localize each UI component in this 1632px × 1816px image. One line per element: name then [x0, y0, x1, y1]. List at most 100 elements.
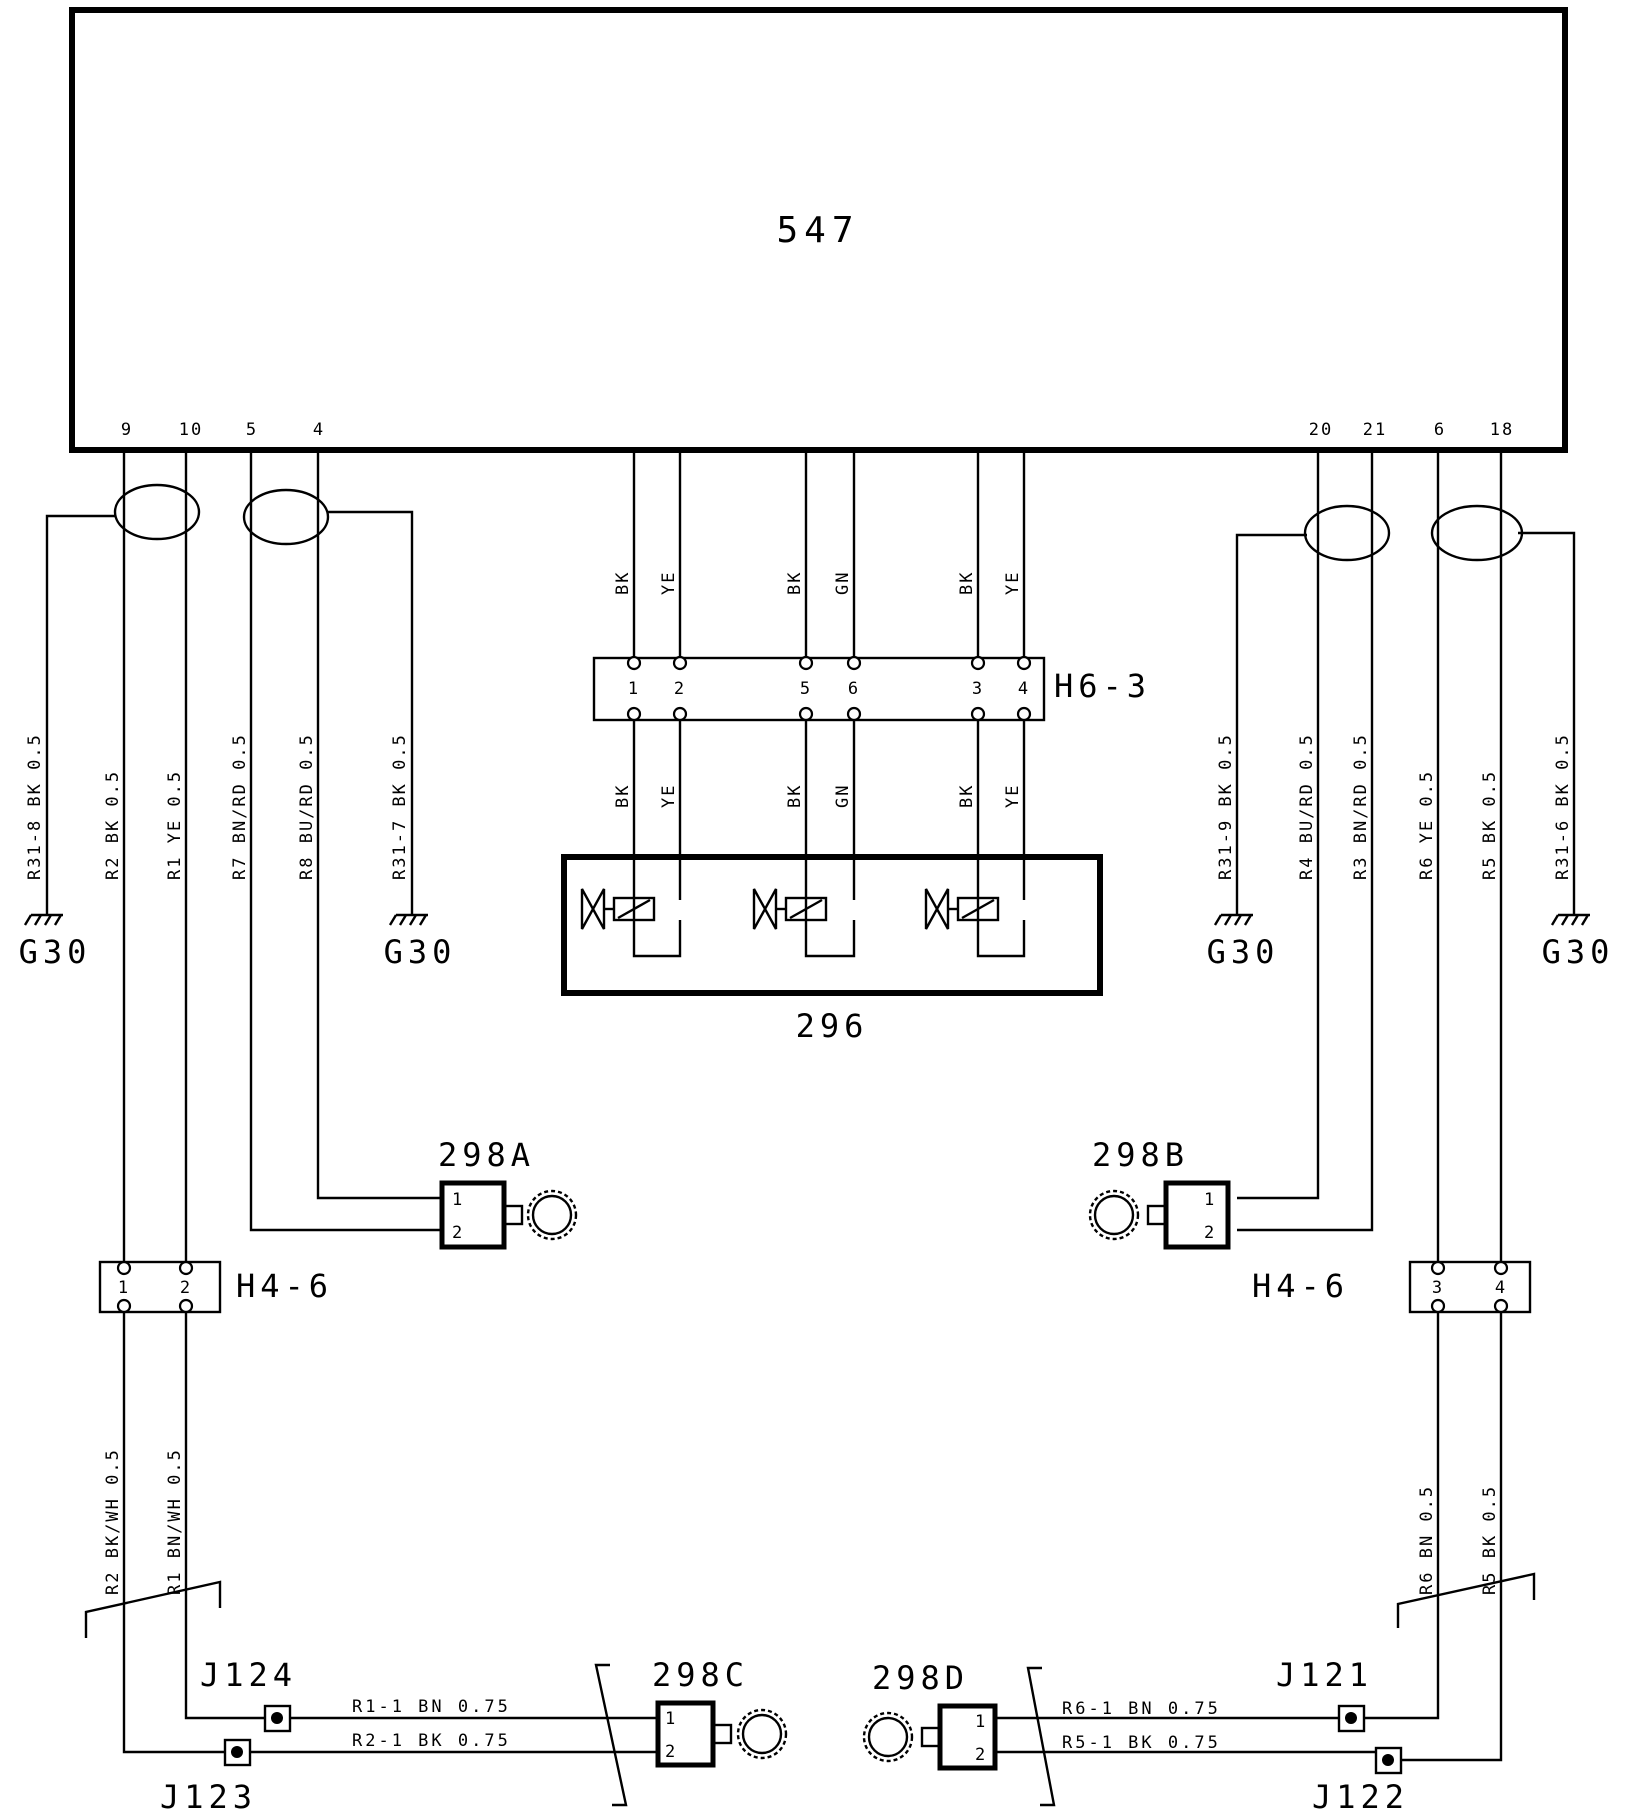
- wire-label-r6-lower: R6 BN 0.5: [1417, 1485, 1437, 1595]
- wire-r31-7: [328, 510, 414, 905]
- ecu-pin-6: 6: [1434, 420, 1446, 440]
- sensor-298d-connector: [937, 1703, 998, 1771]
- solenoid-valve-icon-3: [924, 888, 1000, 930]
- h4-6-left-pin-1: 1: [118, 1278, 130, 1298]
- harness-cut-line-right: [1396, 1572, 1536, 1628]
- sensor-298d-pin-1: 1: [975, 1712, 987, 1732]
- h6-3-pin-4: 4: [1018, 679, 1030, 699]
- harness-break-left: [594, 1663, 628, 1807]
- wire-r1: [184, 452, 265, 1720]
- ground-symbol-left-2: [388, 905, 428, 926]
- center-color-bottom-6: YE: [1003, 784, 1023, 808]
- h4-6-left-label: H4-6: [236, 1267, 333, 1305]
- ecu-pin-9: 9: [121, 420, 133, 440]
- connector-h4-6-right-pins: [1430, 1260, 1509, 1314]
- h4-6-right-label: H4-6: [1252, 1267, 1349, 1305]
- h4-6-right-pin-4: 4: [1495, 1278, 1507, 1298]
- ecu-box: [69, 7, 1568, 453]
- wire-r2: [122, 452, 225, 1754]
- center-color-top-2: YE: [659, 571, 679, 595]
- sensor-298b-pin-1: 1: [1204, 1190, 1216, 1210]
- sensor-298c-pin-1: 1: [665, 1709, 677, 1729]
- wire-r31-9: [1235, 533, 1307, 905]
- ecu-pin-18: 18: [1490, 420, 1514, 440]
- center-color-bottom-5: BK: [957, 784, 977, 808]
- connector-h4-6-right: [1408, 1260, 1532, 1314]
- sensor-298a-label: 298A: [438, 1136, 535, 1174]
- wire-r4: [1237, 452, 1320, 1200]
- wire-center-1: [632, 452, 682, 958]
- ecu-pin-10: 10: [179, 420, 203, 440]
- junction-j122: [1374, 1746, 1403, 1775]
- sensor-298c-gear-icon: [736, 1708, 788, 1760]
- ground-label-right-1: G30: [1207, 933, 1280, 971]
- junction-j124-label: J124: [200, 1656, 297, 1694]
- h6-3-label: H6-3: [1054, 667, 1151, 705]
- center-color-top-4: GN: [833, 571, 853, 595]
- wire-label-r31-7: R31-7 BK 0.5: [390, 733, 410, 880]
- wire-label-r7: R7 BN/RD 0.5: [230, 733, 250, 880]
- wire-label-r2-lower: R2 BK/WH 0.5: [103, 1448, 123, 1595]
- wire-r6: [1364, 452, 1440, 1720]
- wire-label-r5: R5 BK 0.5: [1480, 770, 1500, 880]
- sensor-298d-label: 298D: [872, 1659, 969, 1697]
- wire-label-r31-6: R31-6 BK 0.5: [1553, 733, 1573, 880]
- ground-symbol-right-2: [1550, 905, 1590, 926]
- right-wire-group: [1235, 452, 1576, 1762]
- junction-j121-label: J121: [1276, 1656, 1373, 1694]
- junction-j121: [1337, 1704, 1366, 1733]
- solenoid-valve-icon-2: [752, 888, 828, 930]
- valve-block-label: 296: [796, 1007, 869, 1045]
- wire-label-r6: R6 YE 0.5: [1417, 770, 1437, 880]
- sensor-298b-connector: [1163, 1180, 1231, 1250]
- sensor-298d-pin-2: 2: [975, 1745, 987, 1765]
- sensor-298a-pin-1: 1: [452, 1190, 464, 1210]
- ecu-pin-4: 4: [313, 420, 325, 440]
- wire-r3: [1237, 452, 1374, 1232]
- junction-j123: [223, 1738, 252, 1767]
- shield-oval-right-1: [1303, 504, 1391, 562]
- h6-3-pin-1: 1: [628, 679, 640, 699]
- left-wire-group: [45, 452, 440, 1754]
- junction-j124: [263, 1704, 292, 1733]
- sensor-298d-gear-icon: [862, 1711, 914, 1763]
- center-color-bottom-4: GN: [833, 784, 853, 808]
- sensor-298a-pin-2: 2: [452, 1223, 464, 1243]
- ground-label-left-2: G30: [384, 933, 457, 971]
- wire-label-r8: R8 BU/RD 0.5: [297, 733, 317, 880]
- connector-h6-3-pins: [626, 655, 1032, 722]
- ground-label-right-2: G30: [1542, 933, 1615, 971]
- wire-label-r5-1: R5-1 BK 0.75: [1062, 1733, 1221, 1753]
- center-color-bottom-2: YE: [659, 784, 679, 808]
- wire-label-r4: R4 BU/RD 0.5: [1297, 733, 1317, 880]
- harness-break-right: [1026, 1666, 1056, 1807]
- wire-label-r31-8: R31-8 BK 0.5: [25, 733, 45, 880]
- h4-6-left-pin-2: 2: [180, 1278, 192, 1298]
- h6-3-pin-6: 6: [848, 679, 860, 699]
- connector-h4-6-left-pins: [116, 1260, 194, 1314]
- center-color-top-1: BK: [613, 571, 633, 595]
- sensor-298b-label: 298B: [1092, 1136, 1189, 1174]
- ecu-pin-21: 21: [1363, 420, 1387, 440]
- ecu-label: 547: [776, 210, 859, 251]
- center-color-top-3: BK: [785, 571, 805, 595]
- junction-j122-label: J122: [1312, 1778, 1409, 1816]
- ground-symbol-right-1: [1213, 905, 1253, 926]
- valve-block-296: [561, 854, 1103, 996]
- center-wires: [632, 452, 1026, 958]
- wire-label-r2-1: R2-1 BK 0.75: [352, 1731, 511, 1751]
- sensor-298d-plug: [920, 1726, 942, 1748]
- wire-label-r2: R2 BK 0.5: [103, 770, 123, 880]
- h6-3-pin-2: 2: [674, 679, 686, 699]
- sensor-298c-plug: [711, 1723, 733, 1745]
- connector-h6-3: [592, 656, 1046, 722]
- center-color-top-5: BK: [957, 571, 977, 595]
- sensor-298b-gear-icon: [1088, 1189, 1140, 1241]
- wire-label-r1: R1 YE 0.5: [165, 770, 185, 880]
- center-color-bottom-1: BK: [613, 784, 633, 808]
- wire-r5: [1401, 452, 1503, 1762]
- wire-center-5: [804, 452, 856, 958]
- center-color-bottom-3: BK: [785, 784, 805, 808]
